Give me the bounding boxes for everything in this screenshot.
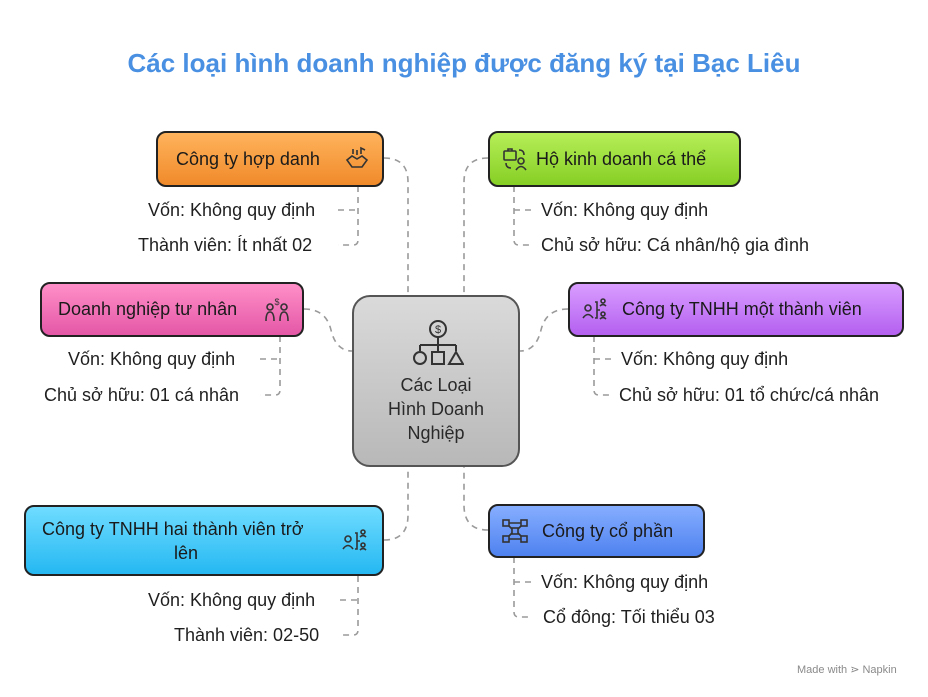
tnhh-1-detail-chu-so-huu: Chủ sở hữu: 01 tổ chức/cá nhân [619,385,880,405]
tnhh-1-detail-von: Vốn: Không quy định [621,349,789,369]
node-ho-kinh-doanh: Hộ kinh doanh cá thể [488,131,741,187]
svg-text:$: $ [274,297,279,307]
node-hop-danh: Công ty hợp danh [156,131,384,187]
node-tnhh-2-label-line1: Công ty TNHH hai thành viên trở [42,518,304,539]
ho-kinh-doanh-detail-chu-so-huu: Chủ sở hữu: Cá nhân/hộ gia đình [541,235,810,255]
center-label-line1: Các Loại [400,375,472,395]
briefcase-person-icon [503,148,527,171]
center-label-line3: Nghiệp [407,423,465,443]
tu-nhan-detail-chu-so-huu: Chủ sở hữu: 01 cá nhân [44,385,239,405]
node-tu-nhan-label: Doanh nghiệp tư nhân [58,299,238,319]
node-ho-kinh-doanh-label: Hộ kinh doanh cá thể [536,148,707,169]
node-tnhh-1-label: Công ty TNHH một thành viên [622,299,862,319]
org-person-icon [342,528,367,551]
node-hop-danh-label: Công ty hợp danh [176,148,320,169]
tnhh-2-detail-thanh-vien: Thành viên: 02-50 [174,625,320,645]
ho-kinh-doanh-detail-von: Vốn: Không quy định [541,200,709,220]
co-phan-detail-co-dong: Cổ đông: Tối thiểu 03 [543,607,715,627]
hop-danh-detail-thanh-vien: Thành viên: Ít nhất 02 [138,235,313,255]
org-chart-dollar-icon: $ [413,320,464,365]
svg-text:$: $ [435,324,441,336]
diagram-title: Các loại hình doanh nghiệp được đăng ký … [127,48,801,78]
watermark: Made with ⋗ Napkin [797,664,897,676]
node-tnhh-2-label-line2: lên [174,542,199,563]
node-co-phan-label: Công ty cổ phần [542,520,674,541]
node-tu-nhan: Doanh nghiệp tư nhân $ [40,282,304,337]
node-tnhh-mot-thanh-vien: Công ty TNHH một thành viên [568,282,904,337]
tnhh-2-detail-von: Vốn: Không quy định [148,590,316,610]
people-money-icon: $ [265,297,289,321]
tu-nhan-detail-von: Vốn: Không quy định [68,349,236,369]
network-nodes-icon [502,519,528,543]
center-node: $ Các Loại Hình Doanh Nghiệp [352,295,520,467]
node-tnhh-hai-thanh-vien: Công ty TNHH hai thành viên trở lên [24,505,384,576]
node-co-phan: Công ty cổ phần [488,504,705,558]
hop-danh-detail-von: Vốn: Không quy định [148,200,316,220]
co-phan-detail-von: Vốn: Không quy định [541,572,709,592]
center-label-line2: Hình Doanh [387,399,485,419]
org-person-icon [582,297,607,320]
center-label: Các Loại Hình Doanh Nghiệp [354,373,518,445]
node-tnhh-2-label: Công ty TNHH hai thành viên trở lên [42,517,342,565]
handshake-icon [345,146,369,168]
